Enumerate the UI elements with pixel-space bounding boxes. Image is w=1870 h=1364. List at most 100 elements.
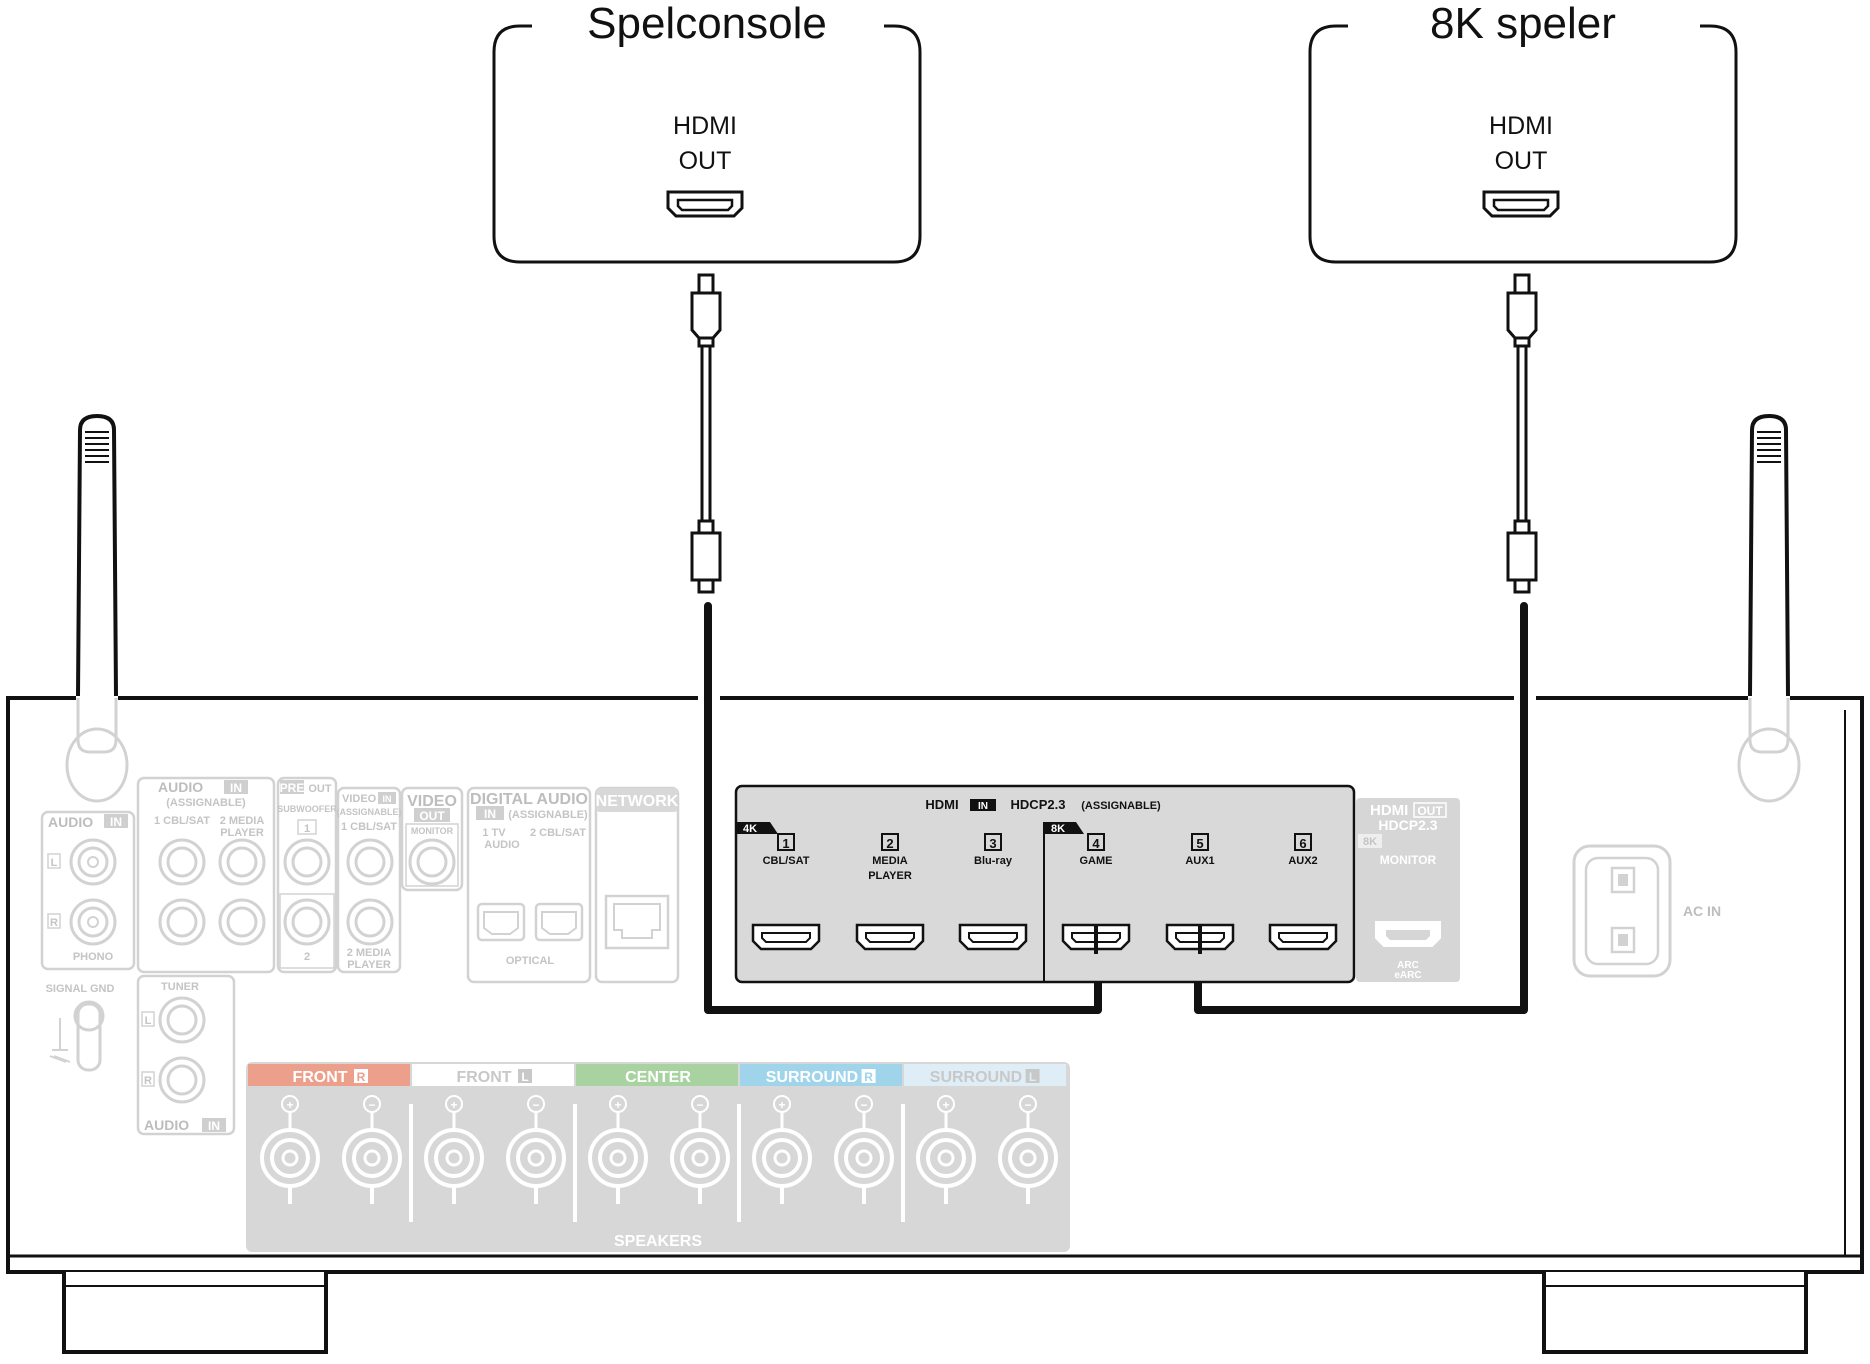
speaker-channel-center: CENTER+− — [573, 1064, 738, 1222]
antenna-right — [1737, 413, 1801, 803]
hdmi-input-number-box — [1087, 833, 1105, 851]
hdmi-input-number-box — [1294, 833, 1312, 851]
speaker-channel-header — [412, 1064, 574, 1086]
tuner-r: R — [144, 1075, 152, 1087]
hdmi-input-number: 6 — [1299, 836, 1306, 851]
digital-audio-assignable: (ASSIGNABLE) — [508, 809, 588, 821]
speaker-side-box — [354, 1069, 368, 1083]
hdmi-input-port-icon — [958, 923, 1028, 951]
hdmi-out-hdcp: HDCP2.3 — [1378, 817, 1437, 833]
hdmi-out-arc: ARC — [1397, 960, 1419, 971]
hdmi-in-badge: IN — [978, 801, 988, 812]
player-8k-port-label-1: HDMI — [1489, 112, 1553, 140]
digital-audio-c1b: AUDIO — [484, 839, 520, 851]
video-in-assignable: (ASSIGNABLE) — [337, 807, 402, 817]
hdmi-input-port-icon — [751, 923, 821, 951]
speaker-side-label: R — [864, 1070, 873, 1084]
plus-sign: + — [778, 1098, 785, 1112]
player-8k-title: 8K speler — [1430, 0, 1616, 48]
speaker-channel-name: FRONT — [292, 1069, 347, 1086]
speaker-side-label: L — [1029, 1070, 1036, 1084]
hdmi-in-hdcp: HDCP2.3 — [1011, 797, 1066, 812]
game-console-port-label-1: HDMI — [673, 112, 737, 140]
hdmi-input-number-box — [881, 833, 899, 851]
sub-2-label: 2 — [304, 951, 310, 963]
audio-in-assignable-block: AUDIO IN (ASSIGNABLE) 1 CBL/SAT 2 MEDIA … — [136, 776, 276, 974]
hdmi-input-label: Blu-ray — [974, 855, 1013, 867]
hdmi-input-label: GAME — [1080, 855, 1113, 867]
speaker-side-box — [1025, 1069, 1040, 1083]
audio-in-col1: 1 CBL/SAT — [154, 815, 210, 827]
ac-in-label: AC IN — [1683, 903, 1721, 919]
network-block: NETWORK — [594, 786, 680, 984]
digital-audio-title: DIGITAL AUDIO — [470, 791, 588, 808]
minus-sign: − — [368, 1098, 375, 1112]
sub-1-label: 1 — [304, 823, 310, 835]
speakers-title: SPEAKERS — [614, 1233, 702, 1250]
speaker-channel-header — [248, 1064, 410, 1086]
audio-in-assignable: (ASSIGNABLE) — [166, 797, 246, 809]
minus-sign: − — [1024, 1098, 1031, 1112]
hdmi-cable-game-console — [690, 273, 1102, 1014]
audio-in-title: AUDIO — [158, 779, 203, 795]
antenna-left — [65, 413, 129, 803]
player-8k-port-label-2: OUT — [1495, 147, 1548, 175]
video-in-title: VIDEO — [342, 793, 377, 805]
hdmi-out-badge: OUT — [1417, 804, 1443, 818]
video-in-col1: 1 CBL/SAT — [341, 821, 397, 833]
speaker-channel-name: SURROUND — [930, 1069, 1022, 1086]
hdmi-input-number: 3 — [989, 836, 996, 851]
hdmi-input-port-icon — [1268, 923, 1338, 951]
speaker-side-label: R — [357, 1070, 366, 1084]
optical-label: OPTICAL — [506, 955, 555, 967]
video-out-block: VIDEO OUT MONITOR — [400, 786, 464, 892]
speaker-side-box — [518, 1069, 532, 1083]
speaker-channel-header — [576, 1064, 738, 1086]
hdmi-input-number: 4 — [1092, 836, 1100, 851]
phono-label: PHONO — [73, 951, 114, 963]
video-out-badge: OUT — [419, 809, 445, 823]
video-in-media-1: 2 MEDIA — [347, 947, 392, 959]
video-in-block: VIDEO IN (ASSIGNABLE) 1 CBL/SAT 2 MEDIA … — [337, 786, 402, 974]
digital-audio-in-block: DIGITAL AUDIO IN (ASSIGNABLE) 1 TV AUDIO… — [466, 786, 592, 984]
signal-gnd-block: SIGNAL GND — [46, 983, 114, 1072]
hdmi-in-hdmi-label: HDMI — [925, 797, 958, 812]
speaker-channel-header — [740, 1064, 902, 1086]
tuner-title: TUNER — [161, 981, 199, 993]
tuner-block: TUNER L R AUDIO IN — [136, 974, 236, 1136]
game-console-port-label-2: OUT — [679, 147, 732, 175]
tuner-in-badge: IN — [208, 1119, 220, 1133]
receiver-chassis — [6, 696, 1864, 1354]
subwoofer-label: SUBWOOFER — [277, 804, 337, 814]
speaker-channel-name: SURROUND — [766, 1069, 858, 1086]
video-out-monitor: MONITOR — [411, 826, 454, 836]
ac-in-block: AC IN — [1572, 844, 1721, 978]
aux1-plug — [1198, 924, 1202, 954]
minus-sign: − — [696, 1098, 703, 1112]
game-console-hdmi-port-icon — [666, 190, 744, 218]
hdmi-input-label: MEDIA — [872, 855, 908, 867]
player-8k-hdmi-port-icon — [1482, 190, 1560, 218]
minus-sign: − — [532, 1098, 539, 1112]
pre-out-block: PRE OUT SUBWOOFER 1 2 — [276, 776, 338, 974]
video-in-media-2: PLAYER — [347, 959, 391, 971]
hdmi-input-label: AUX1 — [1185, 855, 1214, 867]
plus-sign: + — [614, 1098, 621, 1112]
audio-in-badge: IN — [230, 781, 242, 795]
game-console-title: Spelconsole — [587, 0, 827, 48]
game-console-device: Spelconsole HDMI OUT — [492, 0, 922, 264]
hdmi-input-port-icon — [855, 923, 925, 951]
hdmi-input-number-box — [1191, 833, 1209, 851]
hdmi-out-panel: HDMI OUT HDCP2.3 8K MONITOR ARC eARC — [1356, 798, 1460, 982]
phono-l-label: L — [51, 857, 58, 869]
hdmi-input-label-2: PLAYER — [868, 870, 912, 882]
